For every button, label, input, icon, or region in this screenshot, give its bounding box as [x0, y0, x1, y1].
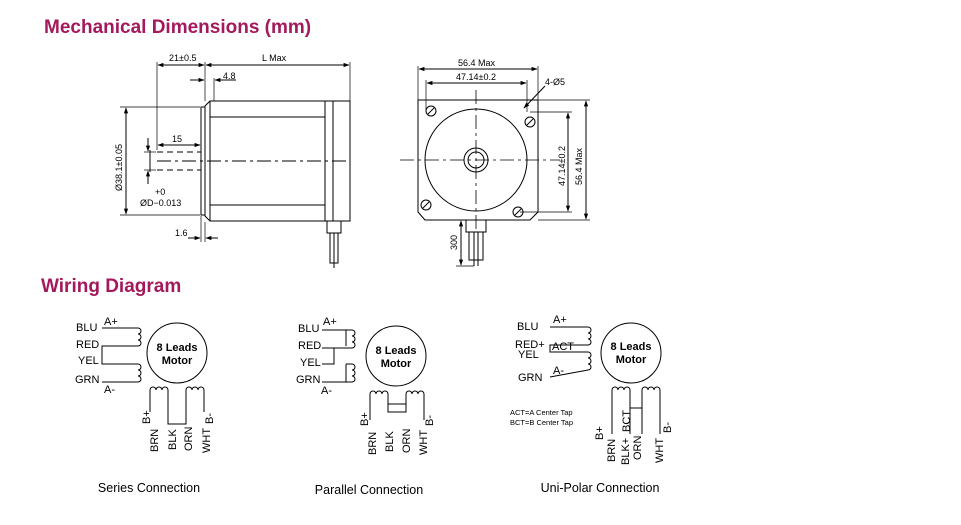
- motor-circle: [600, 322, 662, 384]
- wire-label: GRN: [296, 374, 321, 386]
- wire-label: WHT: [654, 438, 666, 463]
- dim-mounting-holes: 4-Ø5: [545, 77, 565, 87]
- wire-label: YEL: [78, 355, 99, 367]
- motor-label-line1: 8 Leads: [157, 342, 198, 354]
- wire-label: GRN: [518, 372, 543, 384]
- dim-boss-length: 4.8: [223, 71, 236, 81]
- motor-body-outline: [209, 100, 351, 222]
- unipolar-caption: Uni-Polar Connection: [541, 481, 660, 495]
- dim-shaft-diameter: ØD−0.013: [140, 198, 181, 208]
- parallel-caption: Parallel Connection: [315, 483, 423, 497]
- wire-label: RED: [298, 340, 321, 352]
- phase-label: B+: [594, 426, 606, 440]
- motor-label-line2: Motor: [616, 354, 647, 366]
- dim-outer-width: 56.4 Max: [458, 58, 496, 68]
- motor-label-line1: 8 Leads: [611, 341, 652, 353]
- phase-label: A+: [553, 314, 567, 326]
- dim-hole-pitch: 47.14±0.2: [456, 72, 496, 82]
- motor-circle: [146, 322, 208, 384]
- wire-label: BLU: [517, 321, 538, 333]
- phase-label: B-: [662, 422, 674, 433]
- phase-b-winding: [611, 386, 661, 434]
- series-connection-diagram: 8 Leads Motor BLU RED YEL GRN A+ A- B+ B…: [75, 316, 216, 495]
- wire-label: BLK+: [620, 438, 632, 465]
- motor-circle: [365, 325, 427, 387]
- dim-outer-height: 56.4 Max: [574, 147, 584, 185]
- phase-b-winding: [149, 386, 205, 425]
- dim-shaft-tolerance: +0: [155, 187, 165, 197]
- dim-boss-diameter: Ø38.1±0.05: [114, 144, 124, 191]
- mechanical-dimensions-heading: Mechanical Dimensions (mm): [44, 17, 312, 38]
- wire-label: WHT: [418, 430, 430, 455]
- side-view-dimension-labels: 21±0.5 L Max 4.8 15 Ø38.1±0.05 +0 ØD−0.0…: [114, 53, 287, 238]
- wire-label: BLU: [76, 322, 97, 334]
- wire-label: ORN: [632, 436, 644, 461]
- wire-label: BLU: [298, 323, 319, 335]
- wire-label: YEL: [300, 357, 321, 369]
- phase-label: A-: [553, 365, 564, 377]
- phase-label: A-: [104, 384, 115, 396]
- phase-label: B-: [204, 413, 216, 424]
- mounting-hole: [425, 105, 437, 117]
- phase-a-winding: [346, 329, 356, 383]
- phase-a-winding: [101, 327, 142, 383]
- phase-label: B-: [424, 415, 436, 426]
- wire-label: WHT: [201, 428, 213, 453]
- phase-label: A+: [323, 316, 337, 328]
- wire-label: BLK: [384, 431, 396, 452]
- motor-side-view: [120, 62, 351, 268]
- center-tap-label: ACT: [552, 341, 574, 353]
- motor-label-line2: Motor: [381, 358, 412, 370]
- series-caption: Series Connection: [98, 481, 200, 495]
- phase-a-winding: [549, 326, 592, 378]
- phase-label: B+: [141, 410, 153, 424]
- wire-label: GRN: [75, 374, 100, 386]
- mounting-hole: [524, 116, 536, 128]
- dim-lead-length: 300: [449, 235, 459, 250]
- center-tap-note: BCT=B Center Tap: [510, 418, 573, 427]
- wire-label: ORN: [183, 427, 195, 452]
- wire-label: YEL: [518, 349, 539, 361]
- wire-label: BRN: [367, 432, 379, 455]
- phase-a-jumpers: [322, 329, 347, 383]
- dim-body-length: L Max: [262, 53, 287, 63]
- parallel-connection-diagram: 8 Leads Motor BLU RED YEL GRN A+ A- B+ B…: [296, 316, 436, 497]
- phase-label: A+: [104, 316, 118, 328]
- center-tap-label: BCT: [621, 410, 633, 432]
- phase-b-jumpers: [369, 403, 425, 420]
- unipolar-connection-diagram: 8 Leads Motor BLU RED+ YEL GRN A+ ACT A-…: [510, 314, 674, 495]
- wire-label: ORN: [401, 429, 413, 454]
- dim-flange-thickness: 1.6: [175, 228, 188, 238]
- motor-label-line1: 8 Leads: [376, 345, 417, 357]
- wire-label: RED+: [515, 339, 545, 351]
- dim-hole-pitch-vertical: 47.14±0.2: [557, 146, 567, 186]
- mounting-hole: [420, 199, 432, 211]
- motor-label-line2: Motor: [162, 355, 193, 367]
- phase-label: B+: [359, 412, 371, 426]
- wire-label: RED: [76, 339, 99, 351]
- dim-shaft-length: 21±0.5: [169, 53, 196, 63]
- wire-label: BRN: [606, 439, 618, 462]
- dim-flat-length: 15: [172, 134, 182, 144]
- center-tap-note: ACT=A Center Tap: [510, 408, 573, 417]
- wiring-diagram-heading: Wiring Diagram: [41, 276, 182, 297]
- wire-label: BLK: [167, 429, 179, 450]
- front-view-dimension-labels: 56.4 Max 47.14±0.2 4-Ø5 47.14±0.2 56.4 M…: [449, 58, 584, 250]
- phase-b-winding: [369, 390, 425, 413]
- motor-front-view: [400, 66, 590, 267]
- phase-label: A-: [321, 385, 332, 397]
- wire-label: BRN: [149, 429, 161, 452]
